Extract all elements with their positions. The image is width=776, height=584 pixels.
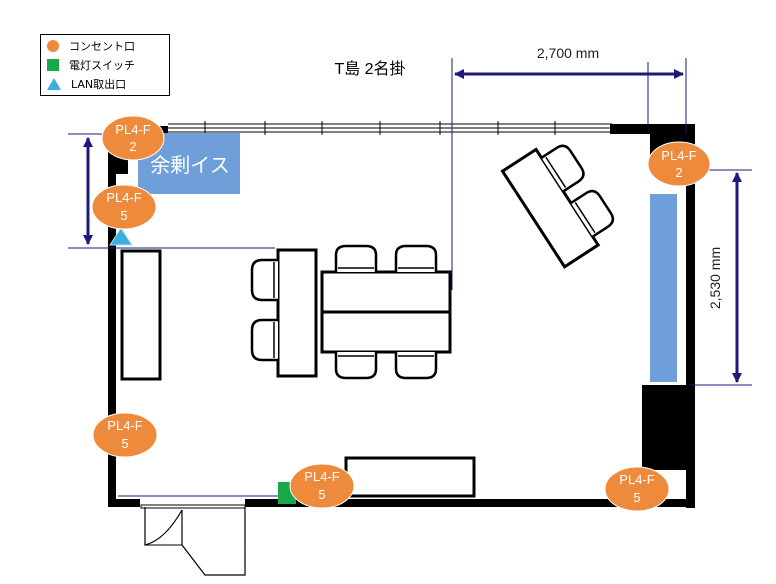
table-bottom: [320, 310, 452, 354]
outlet-label-line1: PL4-F: [106, 190, 141, 205]
legend-outlet-label: コンセント口: [69, 40, 135, 53]
table-top: [320, 270, 452, 314]
legend-outlet: コンセント口: [47, 37, 135, 55]
lan-icon: [47, 78, 61, 90]
sofa-set: [500, 144, 615, 269]
sofa-table: [500, 147, 601, 269]
chair: [334, 352, 378, 380]
outlet-marker: PL4-F 5: [91, 184, 157, 230]
outlet-label-line1: PL4-F: [304, 469, 339, 484]
outlet-label-line2: 2: [129, 139, 136, 154]
outlet-markers: PL4-F 2 PL4-F 5 PL4-F 2 PL4-F 5 PL4-F 5 …: [91, 115, 711, 512]
legend: コンセント口 電灯スイッチ LAN取出口: [40, 34, 170, 96]
outlet-label-line2: 5: [318, 487, 325, 502]
width-label: 2,700 mm: [537, 45, 599, 61]
bottom-shelf: [344, 456, 476, 498]
end-table: [276, 248, 318, 378]
corner-column-bottom: [642, 385, 686, 470]
left-wall: [108, 126, 116, 506]
outlet-label-line2: 5: [121, 436, 128, 451]
lan-outlet-icon: [109, 227, 133, 246]
spare-chairs-label: 余剰イス: [150, 154, 229, 177]
chair: [540, 144, 585, 193]
bottom-wall: [245, 499, 695, 507]
right-panel: [650, 194, 677, 382]
chair: [570, 189, 615, 238]
outlet-marker: PL4-F 5: [604, 466, 670, 512]
chair: [394, 244, 438, 272]
room-title: T島 2名掛: [334, 60, 405, 78]
outlet-label-line2: 5: [633, 490, 640, 505]
outlet-label-line1: PL4-F: [115, 122, 150, 137]
outlet-label-line1: PL4-F: [107, 418, 142, 433]
legend-lan-label: LAN取出口: [71, 78, 127, 91]
table-set: [250, 244, 452, 380]
legend-switch-label: 電灯スイッチ: [69, 59, 135, 72]
door: [140, 504, 246, 576]
outlet-marker: PL4-F 2: [647, 141, 711, 187]
chair: [334, 244, 378, 272]
left-cabinet: [120, 249, 162, 381]
right-wall: [686, 124, 695, 508]
switch-icon: [47, 59, 59, 71]
legend-switch: 電灯スイッチ: [47, 56, 135, 74]
window: [168, 121, 612, 135]
chair: [250, 258, 278, 302]
outlet-label-line2: 2: [675, 165, 682, 180]
outlet-label-line1: PL4-F: [619, 472, 654, 487]
legend-lan: LAN取出口: [47, 75, 126, 93]
outlet-marker: PL4-F 5: [92, 412, 158, 458]
outlet-icon: [47, 40, 59, 52]
chair: [250, 318, 278, 362]
chair: [394, 352, 438, 380]
outlet-marker: PL4-F 2: [101, 115, 165, 161]
outlet-label-line2: 5: [120, 208, 127, 223]
bottom-wall-left: [108, 499, 140, 507]
outlet-marker: PL4-F 5: [289, 463, 355, 509]
outlet-label-line1: PL4-F: [661, 148, 696, 163]
height-label: 2,530 mm: [707, 247, 723, 309]
